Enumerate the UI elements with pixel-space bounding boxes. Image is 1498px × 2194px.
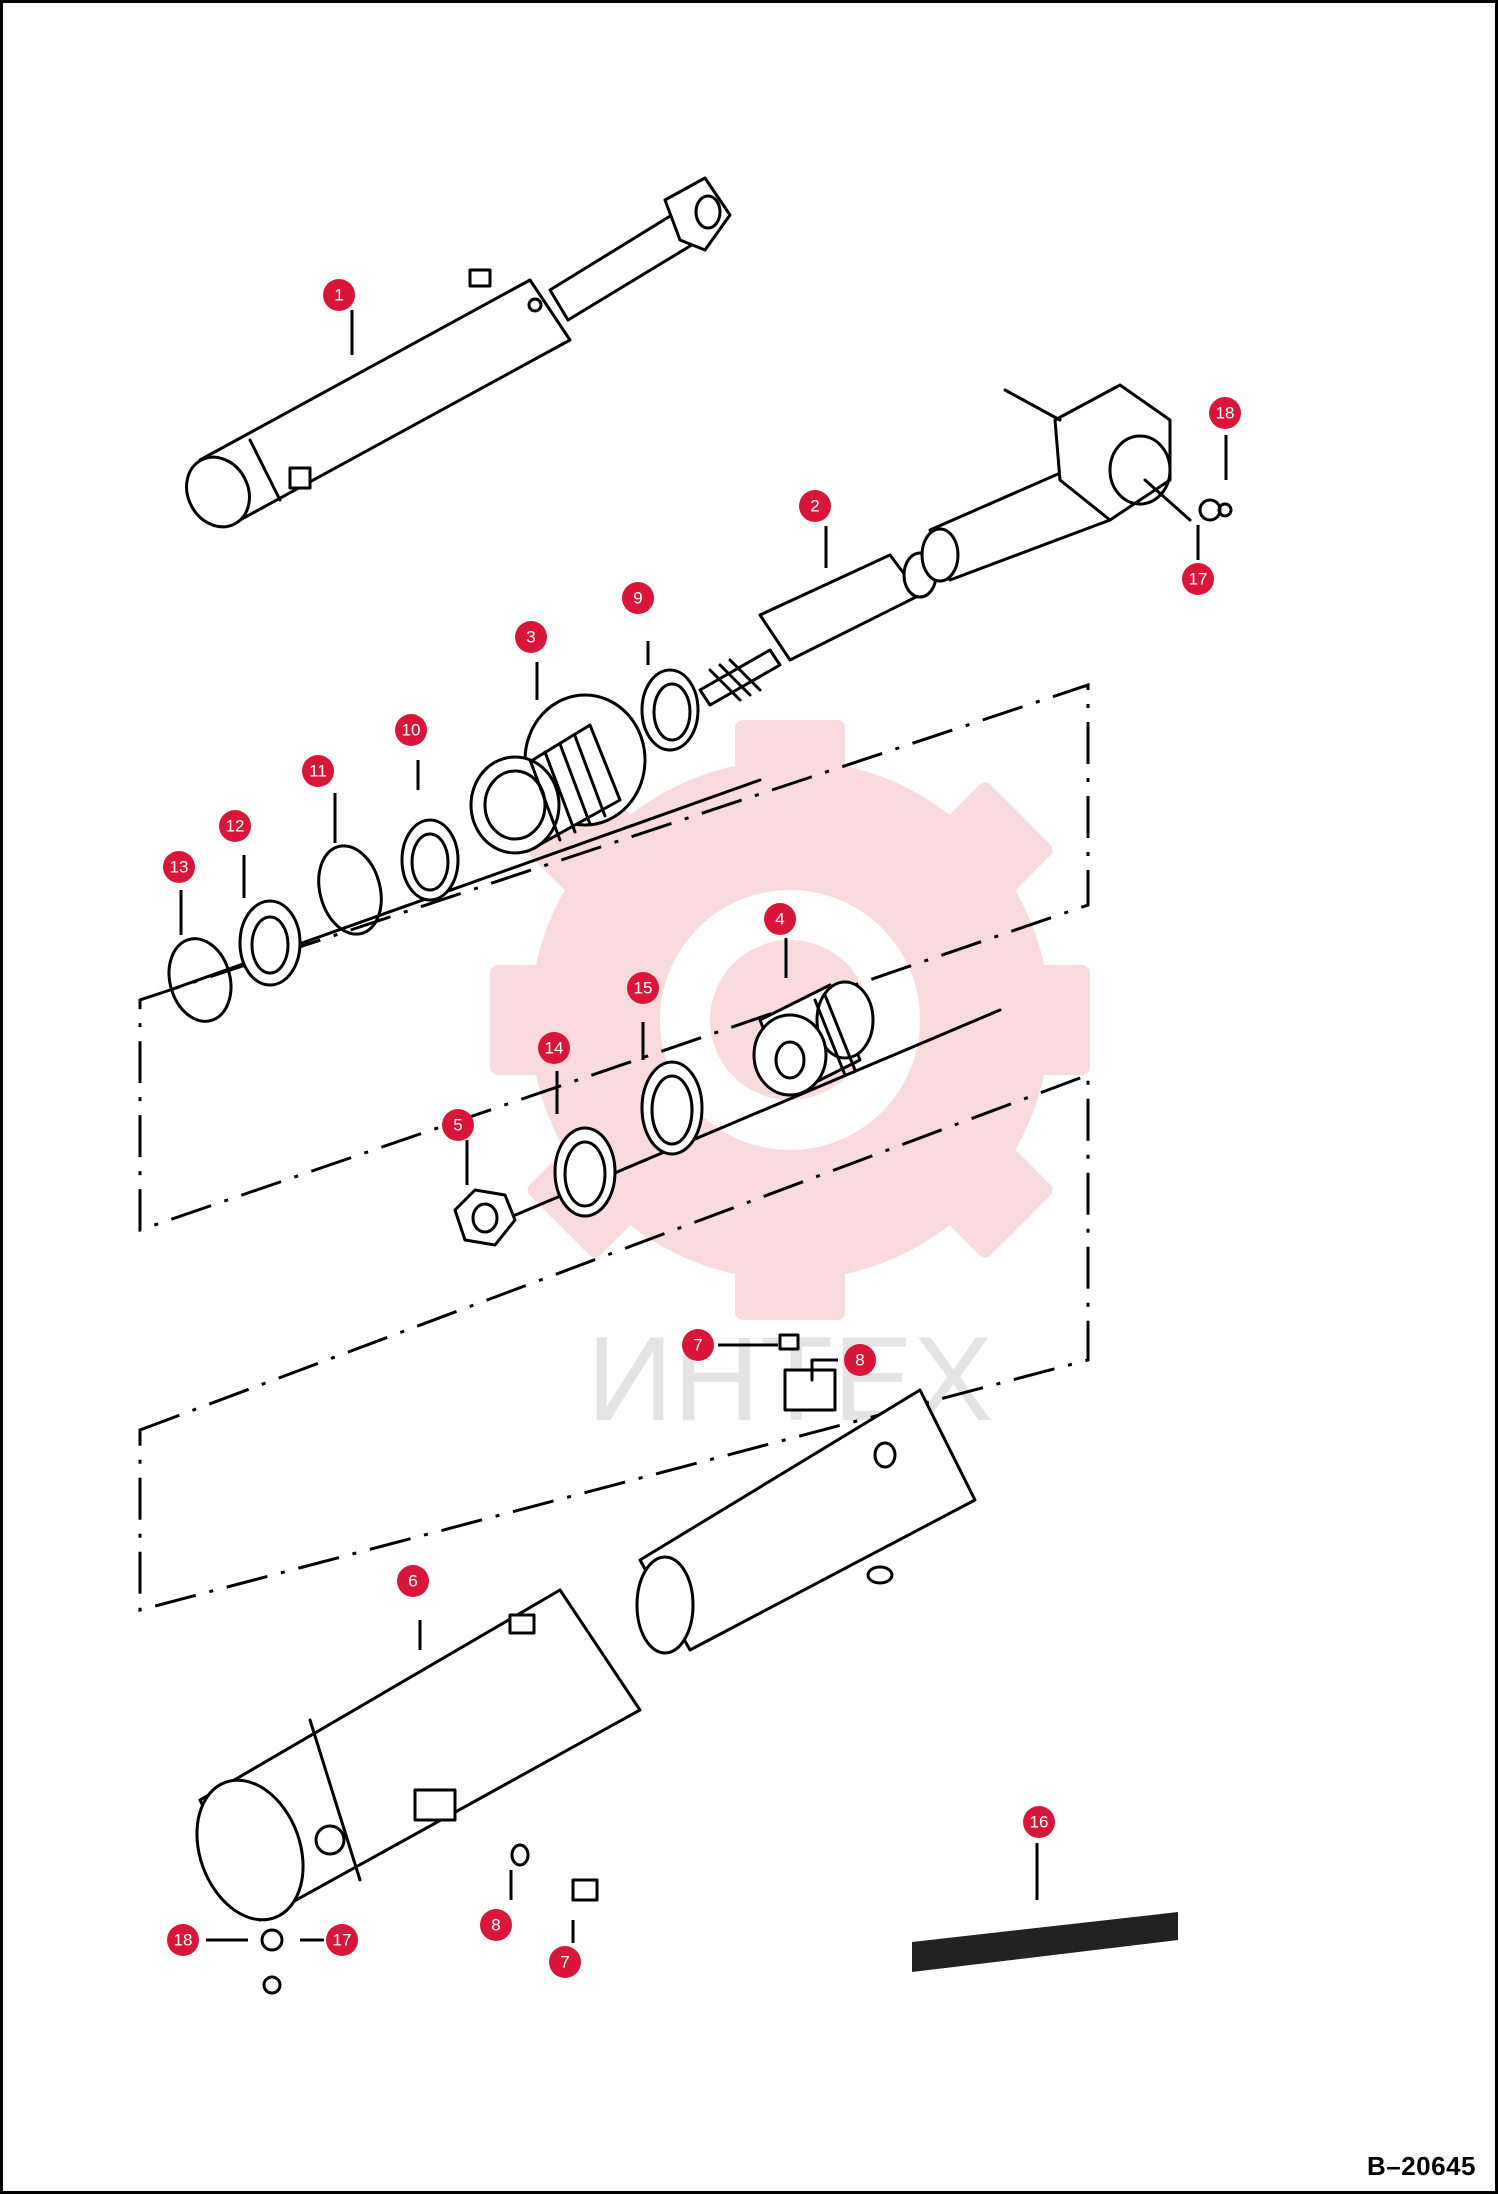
part-cylinder-assembly — [185, 176, 732, 529]
svg-text:7: 7 — [693, 1336, 702, 1355]
callout-1: 1 — [323, 279, 355, 311]
callout-3: 3 — [515, 621, 547, 653]
part-piston-rod — [698, 383, 1192, 707]
callout-18-top: 18 — [1209, 397, 1241, 429]
callout-17-top: 17 — [1182, 563, 1214, 595]
part-grease-fitting-bottom — [260, 1928, 284, 1995]
part-seal-14 — [553, 1126, 617, 1218]
part-decal — [912, 1912, 1178, 1972]
svg-text:17: 17 — [333, 1931, 352, 1950]
svg-text:18: 18 — [1216, 404, 1235, 423]
part-seal-15 — [640, 1060, 704, 1156]
svg-text:10: 10 — [402, 721, 421, 740]
callout-15: 15 — [627, 972, 659, 1004]
svg-text:18: 18 — [174, 1931, 193, 1950]
svg-text:1: 1 — [334, 286, 343, 305]
part-ring-11 — [317, 844, 383, 936]
part-fitting-8-bottom — [510, 1843, 530, 1867]
part-seal-9 — [640, 668, 700, 752]
callout-4: 4 — [764, 903, 796, 935]
svg-text:16: 16 — [1030, 1813, 1049, 1832]
callout-11: 11 — [302, 755, 334, 787]
svg-text:11: 11 — [309, 762, 327, 781]
svg-text:9: 9 — [633, 589, 642, 608]
piston-group-dashed-frame — [138, 682, 1090, 1233]
callout-8-bottom: 8 — [480, 1909, 512, 1941]
callout-12: 12 — [219, 810, 251, 842]
callout-2: 2 — [799, 490, 831, 522]
callout-18-bottom: 18 — [167, 1924, 199, 1956]
svg-text:3: 3 — [526, 628, 535, 647]
callout-7-top: 7 — [682, 1329, 714, 1361]
callout-6: 6 — [397, 1565, 429, 1597]
part-barrel — [195, 1368, 977, 1922]
callout-13: 13 — [163, 851, 195, 883]
callout-10: 10 — [395, 714, 427, 746]
svg-text:8: 8 — [491, 1916, 500, 1935]
svg-text:15: 15 — [634, 979, 653, 998]
svg-text:14: 14 — [545, 1039, 564, 1058]
part-piston — [752, 980, 875, 1097]
part-gland — [469, 693, 647, 855]
part-seal-10 — [400, 818, 460, 902]
svg-text:7: 7 — [560, 1953, 569, 1972]
svg-text:13: 13 — [170, 858, 189, 877]
barrel-group-dashed-frame — [138, 1072, 1090, 1612]
callout-7-bottom: 7 — [549, 1946, 581, 1978]
part-wiper-12 — [238, 899, 302, 987]
part-grease-fitting-top — [1198, 498, 1233, 522]
part-lock-nut — [453, 1188, 517, 1247]
part-fitting-7-bottom — [571, 1878, 599, 1902]
svg-text:2: 2 — [810, 497, 819, 516]
part-fitting-7-top — [778, 1333, 800, 1351]
callout-14: 14 — [538, 1032, 570, 1064]
callout-17-bottom: 17 — [326, 1924, 358, 1956]
callout-5: 5 — [442, 1109, 474, 1141]
callout-9: 9 — [622, 582, 654, 614]
svg-text:6: 6 — [408, 1572, 417, 1591]
callout-16: 16 — [1023, 1806, 1055, 1838]
callout-8-top: 8 — [844, 1344, 876, 1376]
drawing-code-label: B–20645 — [1366, 2151, 1476, 2181]
part-o-ring-13 — [167, 937, 233, 1023]
svg-text:8: 8 — [855, 1351, 864, 1370]
callout-leaders — [179, 310, 1228, 1943]
svg-text:17: 17 — [1189, 570, 1208, 589]
svg-text:5: 5 — [453, 1116, 462, 1135]
svg-text:4: 4 — [775, 910, 784, 929]
svg-text:12: 12 — [226, 817, 245, 836]
